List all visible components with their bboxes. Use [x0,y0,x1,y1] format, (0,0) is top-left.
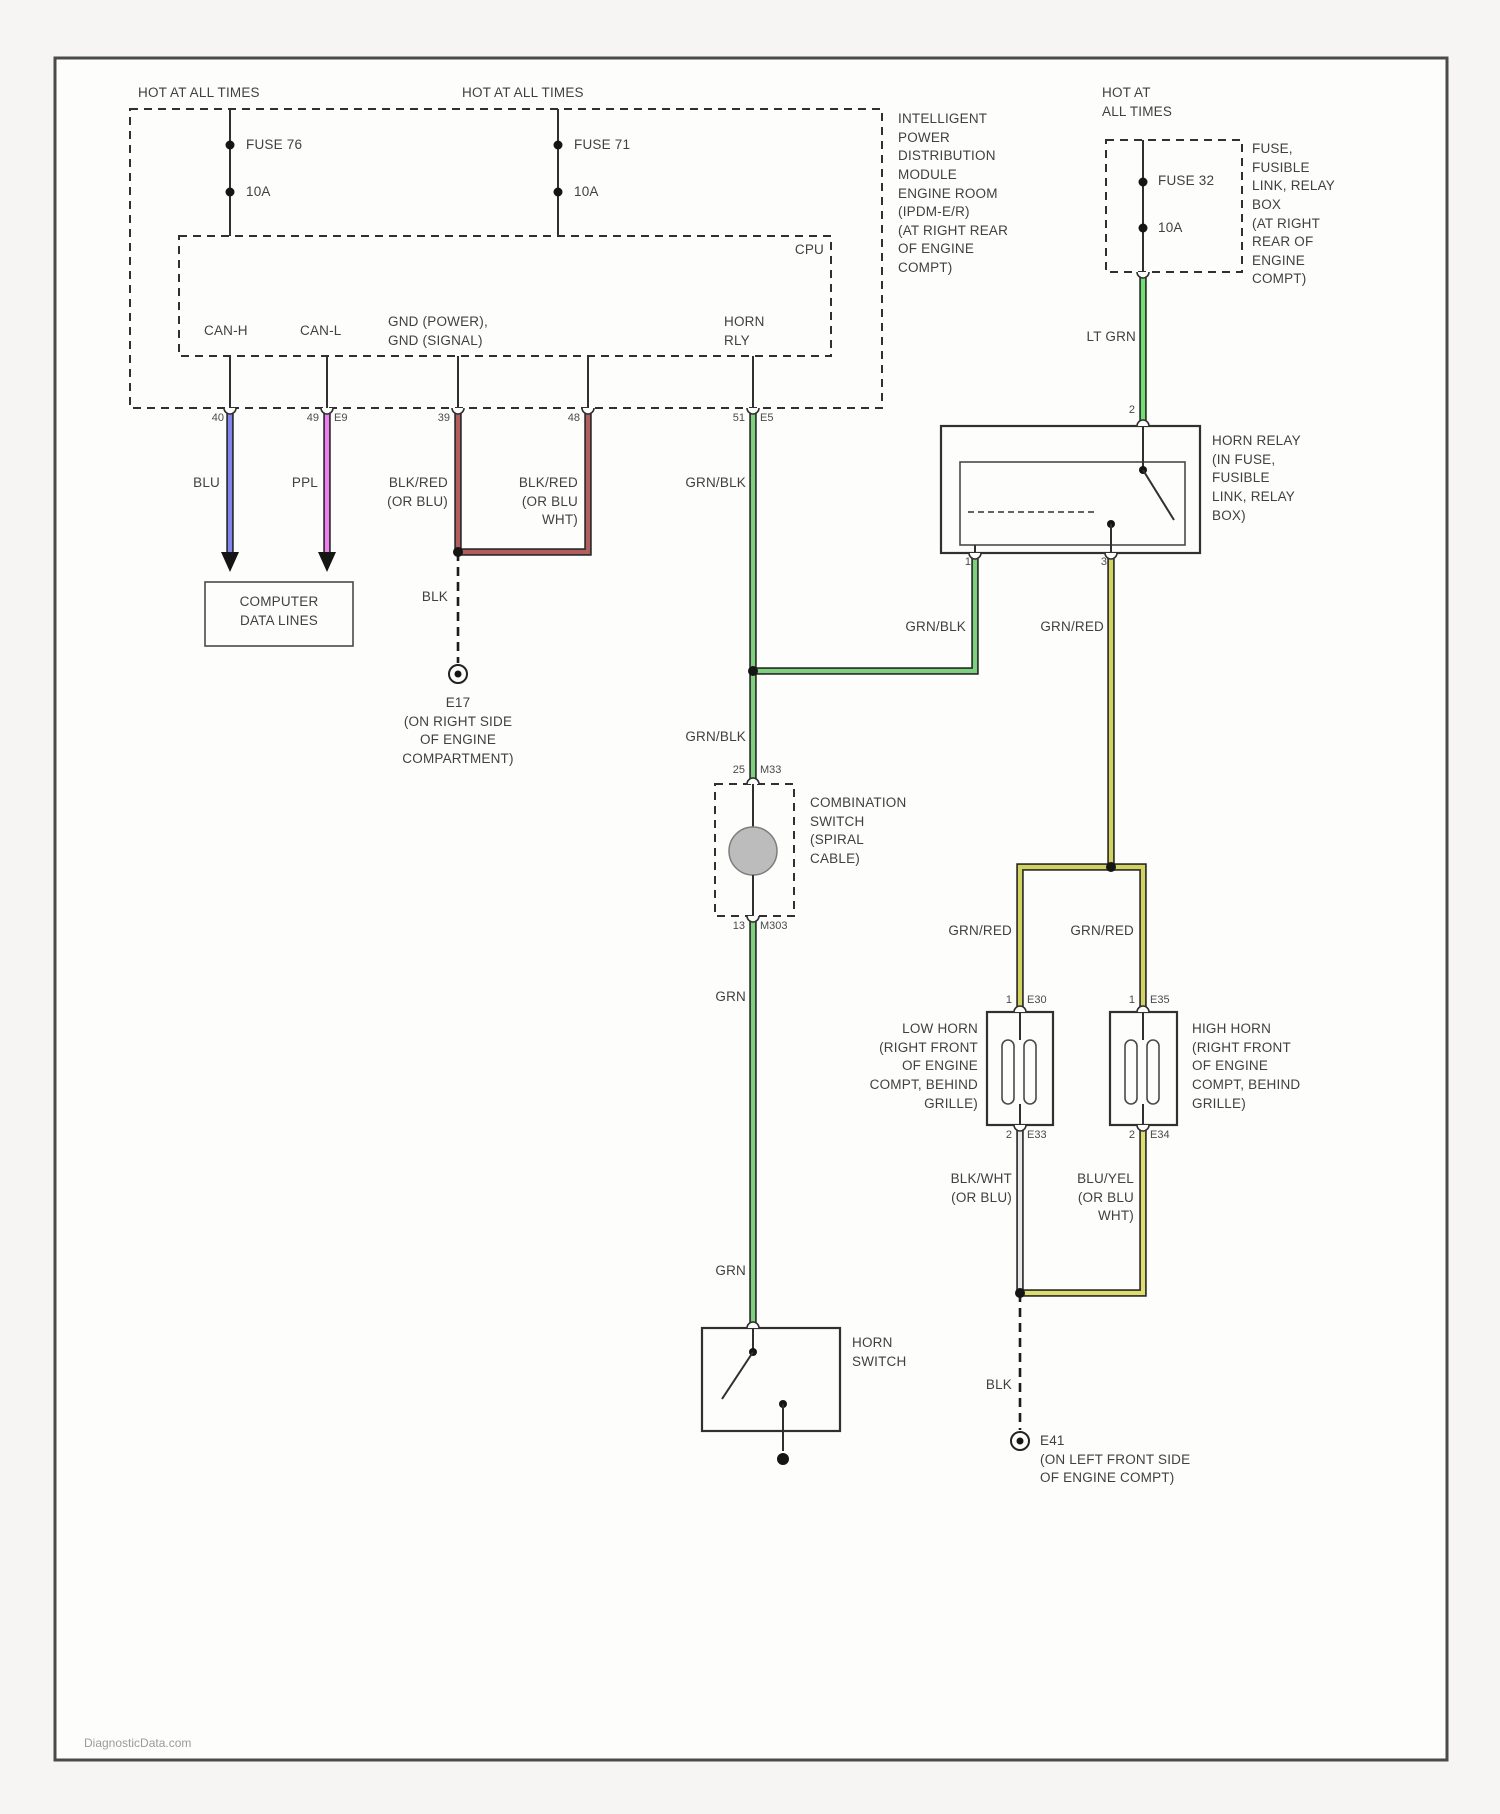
ground-e41-label: E41 (ON LEFT FRONT SIDE OF ENGINE COMPT) [1040,1433,1191,1486]
wire-grn-blk-relay-branch [753,553,979,675]
wire-label-grn-blk-1: GRN/BLK [685,475,746,490]
high-horn-label: HIGH HORN (RIGHT FRONT OF ENGINE COMPT, … [1192,1021,1301,1111]
ground-e41-symbol [1010,1431,1030,1451]
wire-label-grn-red-3: GRN/RED [1070,923,1134,938]
horn-rly-label: HORN RLY [724,314,765,348]
pin-39: 39 [437,412,450,424]
pin-40: 40 [211,412,224,424]
cpu-label: CPU [794,242,824,257]
ipdm-output-stubs [229,356,754,408]
relay-pin-1: 1 [964,556,971,568]
fuse-32-symbol [1138,140,1148,272]
high-horn-connector-e35: E35 [1150,994,1170,1006]
horn-relay-symbol [939,424,1202,555]
ground-e17-label: E17 (ON RIGHT SIDE OF ENGINE COMPARTMENT… [402,695,514,766]
ipdm-module-box [129,108,883,409]
wire-label-blk-red-1: BLK/RED (OR BLU) [387,475,448,509]
wire-label-lt-grn: LT GRN [1086,329,1136,344]
combination-switch-symbol [728,784,778,916]
watermark: DiagnosticData.com [84,1736,192,1750]
low-horn-connector-e33: E33 [1027,1129,1047,1141]
junction-dots [453,547,1116,1298]
hot-at-all-times-3: HOT AT ALL TIMES [1102,85,1173,119]
gnd-label: GND (POWER), GND (SIGNAL) [388,314,488,348]
wire-ppl [318,410,336,572]
high-horn-pin-1: 1 [1128,994,1135,1006]
wire-label-grn-1: GRN [715,989,746,1004]
wire-label-grn-blk-2: GRN/BLK [905,619,966,634]
wire-blu-yel [1020,1125,1147,1297]
horn-switch-label: HORN SWITCH [852,1335,907,1369]
connector-e5: E5 [760,412,774,424]
horn-switch-arm [721,1351,754,1400]
wire-label-grn-red-2: GRN/RED [948,923,1012,938]
hot-at-all-times-2: HOT AT ALL TIMES [462,85,584,100]
pin-48: 48 [567,412,580,424]
blu-arrow [221,552,239,572]
wire-label-grn-2: GRN [715,1263,746,1278]
fusebox-label: FUSE, FUSIBLE LINK, RELAY BOX (AT RIGHT … [1252,141,1335,287]
low-horn-pin-2: 2 [1005,1129,1012,1141]
wire-label-blk-1: BLK [421,589,448,604]
low-horn-connector-e30: E30 [1027,994,1047,1006]
hot-at-all-times-1: HOT AT ALL TIMES [138,85,260,100]
fuse-71-label: FUSE 71 [574,137,631,152]
wire-label-blu: BLU [193,475,220,490]
ppl-arrow [318,552,336,572]
ipdm-module-label: INTELLIGENT POWER DISTRIBUTION MODULE EN… [898,111,1009,275]
fuse-32-label: FUSE 32 [1158,173,1215,188]
diagram-border [53,56,1449,1762]
fuse-32-amps: 10A [1158,220,1183,235]
wire-label-grn-blk-3: GRN/BLK [685,729,746,744]
fuse-71-symbol [553,109,563,236]
wire-label-blu-yel: BLU/YEL (OR BLU WHT) [1077,1171,1134,1224]
connector-e9: E9 [334,412,348,424]
fuse-76-amps: 10A [246,184,271,199]
comb-switch-pin-13: 13 [732,920,745,932]
relay-pin-2: 2 [1128,404,1135,416]
connector-cups [223,271,1150,1329]
pin-51: 51 [732,412,745,424]
wire-blk-red-2 [458,410,592,556]
can-l-label: CAN-L [300,323,342,338]
comb-switch-connector-m303: M303 [760,920,788,932]
can-h-label: CAN-H [204,323,248,338]
horn-switch-symbol [700,1326,842,1433]
horn-relay-label: HORN RELAY (IN FUSE, FUSIBLE LINK, RELAY… [1212,433,1301,523]
combination-switch-box [714,783,795,917]
relay-pin-3: 3 [1100,556,1107,568]
relay-contact-arm [1142,469,1175,521]
fuse-71-amps: 10A [574,184,599,199]
wire-blu [221,410,239,572]
computer-data-lines-label: COMPUTER DATA LINES [239,594,319,628]
pin-49: 49 [306,412,319,424]
combination-switch-label: COMBINATION SWITCH (SPIRAL CABLE) [810,795,907,866]
high-horn-connector-e34: E34 [1150,1129,1170,1141]
fuse-76-label: FUSE 76 [246,137,303,152]
low-horn-label: LOW HORN (RIGHT FRONT OF ENGINE COMPT, B… [869,1021,978,1111]
cpu-box [178,235,832,357]
comb-switch-connector-m33: M33 [760,764,782,776]
high-horn-pin-2: 2 [1128,1129,1135,1141]
wire-label-blk-red-2: BLK/RED (OR BLU WHT) [518,475,578,528]
wire-label-ppl: PPL [291,475,318,490]
fuse-76-symbol [225,109,235,236]
comb-switch-pin-25: 25 [732,764,745,776]
fusebox-box [1105,139,1243,273]
low-horn-pin-1: 1 [1005,994,1012,1006]
wire-label-blk-wht: BLK/WHT (OR BLU) [950,1171,1012,1205]
horn-switch-ground-symbol [777,1431,789,1465]
wire-label-blk-2: BLK [985,1377,1012,1392]
wire-label-grn-red-1: GRN/RED [1040,619,1104,634]
wire-grn-red-horn-branch [1016,863,1147,1012]
computer-data-lines-box [204,581,354,647]
ground-e17-symbol [448,664,468,684]
